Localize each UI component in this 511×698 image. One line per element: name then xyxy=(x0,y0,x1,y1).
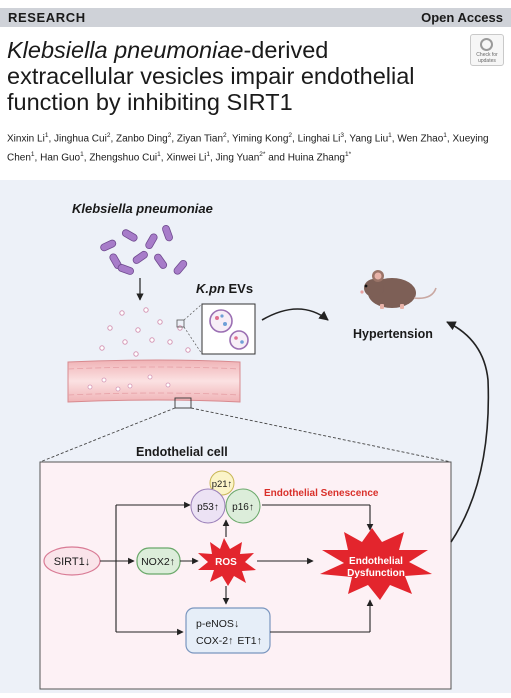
enos-text: p-eNOS xyxy=(196,618,234,630)
p53-arrow: ↑ xyxy=(214,502,219,513)
evs-label: K.pn EVs xyxy=(196,281,253,296)
enos-node xyxy=(185,607,271,654)
author-affiliation: 1 xyxy=(30,151,35,159)
check-updates-icon xyxy=(480,38,493,51)
mouse-icon xyxy=(360,270,437,309)
author-affiliation: 2 xyxy=(288,132,292,139)
senescence-label: Endothelial Senescence xyxy=(264,488,379,499)
author-name: Yang Liu xyxy=(349,133,389,145)
author-affiliation: 1 xyxy=(80,151,84,159)
cox2-et1-label: COX-2↑ET1↑ xyxy=(196,635,262,647)
title-rest: -derived extracellular vesicles impair e… xyxy=(7,37,415,115)
section-label: RESEARCH xyxy=(8,10,86,25)
author-name: Xueying Chen xyxy=(7,133,489,164)
p16-node xyxy=(225,488,261,524)
author-affiliation: 2 xyxy=(106,132,111,139)
author-name: Han Guo xyxy=(40,152,81,164)
p21-text: p21 xyxy=(212,479,228,490)
p21-label: p21↑ xyxy=(212,479,233,490)
author-affiliation: 3 xyxy=(340,132,344,139)
author-name: Huina Zhang xyxy=(287,152,345,164)
badge-line2: updates xyxy=(478,58,496,64)
p16-arrow: ↑ xyxy=(249,502,254,513)
graphical-abstract: Klebsiella pneumoniae K.pn EVs xyxy=(0,180,511,693)
header-bar: RESEARCH Open Access xyxy=(0,8,511,27)
p53-text: p53 xyxy=(197,502,214,513)
blood-vessel xyxy=(67,359,241,409)
organism-label: Klebsiella pneumoniae xyxy=(72,201,213,216)
author-affiliation: 1 xyxy=(157,151,161,159)
cox2-text: COX-2 xyxy=(196,635,228,647)
nox2-label: NOX2↑ xyxy=(141,556,175,568)
dysfunction-label-line2: Dysfunction xyxy=(347,568,405,579)
p16-text: p16 xyxy=(232,502,249,513)
ev-vesicle-icon xyxy=(209,309,249,350)
author-name: Yiming Kong xyxy=(232,133,289,145)
et1-text: ET1 xyxy=(237,635,256,647)
author-name: Xinwei Li xyxy=(166,152,207,164)
author-affiliation: 1 xyxy=(443,132,447,139)
ev-particles xyxy=(99,307,191,357)
cox2-arrow: ↑ xyxy=(228,635,233,647)
dysfunction-label-line1: Endothelial xyxy=(349,556,403,567)
author-name: Jing Yuan xyxy=(215,152,260,164)
author-affiliation: 1 xyxy=(44,132,49,139)
sirt1-label: SIRT1↓ xyxy=(54,556,90,568)
author-affiliation: 2 xyxy=(223,132,227,139)
p21-node xyxy=(209,470,235,496)
dysfunction-burst xyxy=(320,528,432,600)
author-affiliation: 2 xyxy=(167,132,172,139)
author-affiliation: 1 xyxy=(388,132,392,139)
evs-label-italic: K.pn xyxy=(196,281,225,296)
p21-arrow: ↑ xyxy=(228,479,233,490)
et1-arrow: ↑ xyxy=(257,635,262,647)
author-affiliation: 1* xyxy=(344,151,352,159)
title-italic: Klebsiella pneumoniae xyxy=(7,37,244,63)
hypertension-label: Hypertension xyxy=(353,327,433,341)
panel-title: Endothelial cell xyxy=(136,445,228,459)
badge-line1: Check for xyxy=(476,52,498,58)
graphical-abstract-svg: Klebsiella pneumoniae K.pn EVs xyxy=(39,201,490,690)
p53-node xyxy=(190,488,226,524)
ros-burst xyxy=(198,538,256,586)
bacteria-cluster xyxy=(100,225,188,275)
author-name: Zhengshuo Cui xyxy=(89,152,158,164)
author-name: Linghai Li xyxy=(297,133,341,145)
author-affiliation: 2* xyxy=(259,151,266,159)
nox2-arrow: ↑ xyxy=(170,556,175,568)
sirt1-text: SIRT1 xyxy=(54,556,85,568)
author-name: Xinxin Li xyxy=(7,133,45,145)
author-name: Wen Zhao xyxy=(397,133,444,145)
enos-arrow: ↓ xyxy=(234,618,239,630)
p16-label: p16↑ xyxy=(232,502,254,513)
author-name: Zanbo Ding xyxy=(116,133,168,145)
author-name: Ziyan Tian xyxy=(176,133,224,145)
enos-label: p-eNOS↓ xyxy=(196,618,239,630)
p53-label: p53↑ xyxy=(197,502,219,513)
author-name: Jinghua Cui xyxy=(54,133,107,145)
author-affiliation: 1 xyxy=(206,151,210,159)
sirt1-arrow: ↓ xyxy=(85,556,91,568)
author-list: Xinxin Li1, Jinghua Cui2, Zanbo Ding2, Z… xyxy=(7,132,489,164)
open-access-label[interactable]: Open Access xyxy=(421,10,503,25)
article-title: Klebsiella pneumoniae-derived extracellu… xyxy=(7,37,457,115)
nox2-text: NOX2 xyxy=(141,556,170,568)
ros-label: ROS xyxy=(215,557,237,568)
evs-label-rest: EVs xyxy=(225,281,253,296)
